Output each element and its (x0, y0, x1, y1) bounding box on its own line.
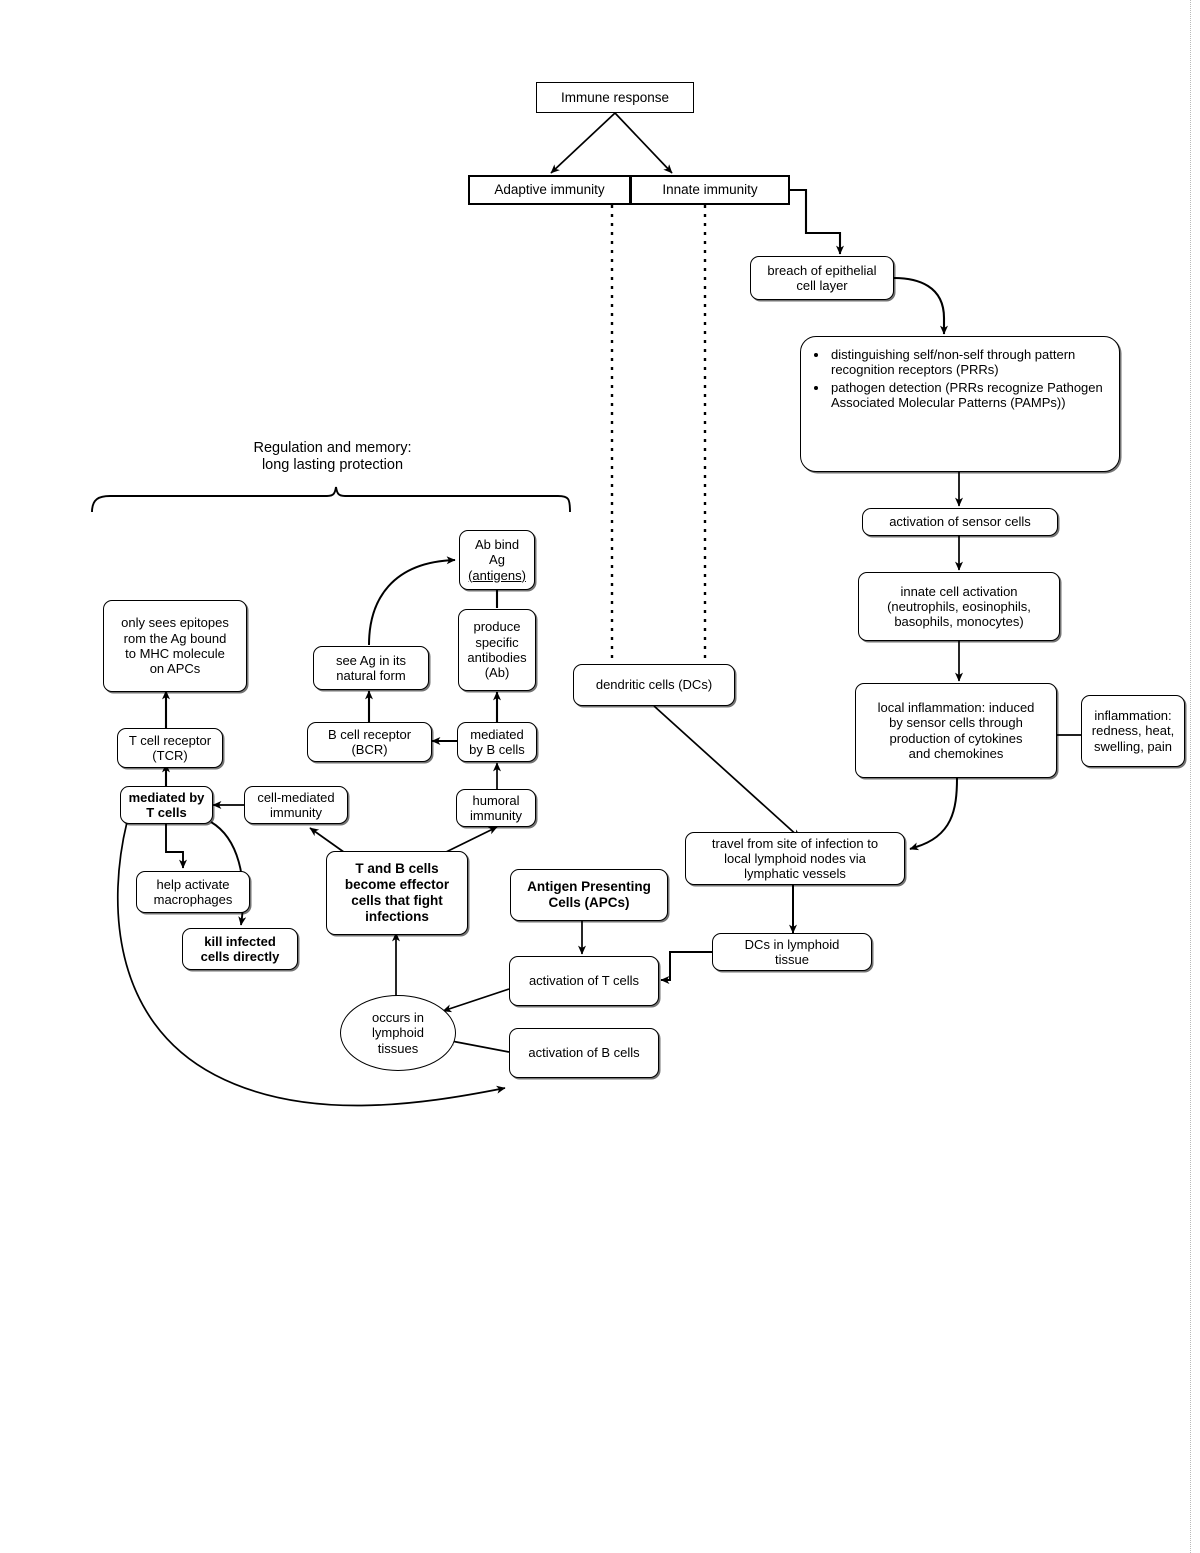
node-dendritic-cells[interactable]: dendritic cells (DCs) (573, 664, 735, 706)
page-margin-guide (1190, 0, 1191, 1553)
node-activation-b-cells[interactable]: activation of B cells (509, 1028, 659, 1078)
regulation-memory-text: Regulation and memory:long lasting prote… (253, 440, 412, 474)
node-t-cell-receptor[interactable]: T cell receptor(TCR) (117, 728, 223, 768)
node-b-cell-receptor-label: B cell receptor(BCR) (327, 726, 412, 757)
node-dendritic-cells-label: dendritic cells (DCs) (595, 677, 713, 693)
node-activation-t-cells[interactable]: activation of T cells (509, 956, 659, 1006)
node-inflammation-signs[interactable]: inflammation:redness, heat,swelling, pai… (1081, 695, 1185, 767)
prr-bullet-list: distinguishing self/non-self through pat… (811, 347, 1105, 410)
node-innate-cell-activation[interactable]: innate cell activation(neutrophils, eosi… (858, 572, 1060, 641)
node-ab-bind-ag-line3: (antigens) (468, 567, 526, 583)
regulation-memory-label: Regulation and memory:long lasting prote… (200, 440, 465, 475)
node-innate-immunity-label: Innate immunity (662, 182, 758, 198)
node-activation-b-cells-label: activation of B cells (528, 1045, 640, 1061)
node-ab-bind-ag[interactable]: Ab bind Ag (antigens) (459, 530, 535, 590)
node-innate-immunity[interactable]: Innate immunity (630, 175, 790, 205)
prr-bullet-item: pathogen detection (PRRs recognize Patho… (829, 380, 1105, 411)
node-adaptive-immunity-label: Adaptive immunity (494, 182, 605, 198)
node-immune-response-label: Immune response (560, 89, 670, 105)
node-prr-bullets[interactable]: distinguishing self/non-self through pat… (800, 336, 1120, 472)
node-t-cell-receptor-label: T cell receptor(TCR) (128, 732, 212, 763)
node-immune-response[interactable]: Immune response (536, 82, 694, 113)
node-innate-cell-activation-label: innate cell activation(neutrophils, eosi… (887, 583, 1031, 630)
prr-bullet-item: distinguishing self/non-self through pat… (829, 347, 1105, 378)
node-ab-bind-ag-line2: Ag (489, 552, 505, 568)
node-activation-t-cells-label: activation of T cells (528, 973, 640, 989)
regulation-memory-bracket (91, 486, 571, 513)
node-inflammation-signs-label: inflammation:redness, heat,swelling, pai… (1091, 708, 1175, 754)
node-b-cell-receptor[interactable]: B cell receptor(BCR) (307, 722, 432, 762)
node-adaptive-immunity[interactable]: Adaptive immunity (468, 175, 631, 205)
node-activation-sensor-cells[interactable]: activation of sensor cells (862, 508, 1058, 536)
node-activation-sensor-cells-label: activation of sensor cells (889, 514, 1031, 530)
node-ab-bind-ag-line1: Ab bind (474, 537, 520, 552)
